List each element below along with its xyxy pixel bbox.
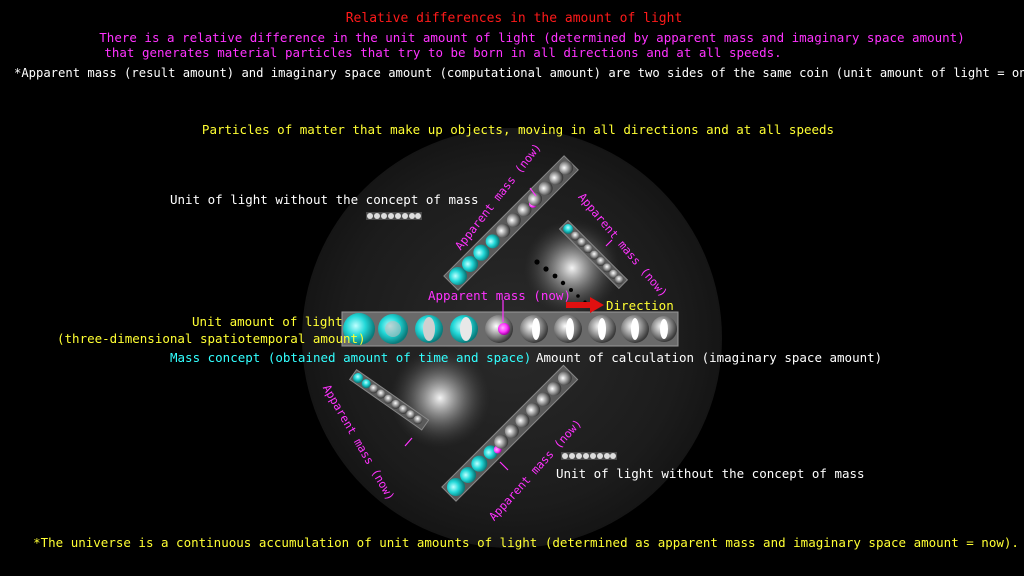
direction-arrow [566, 297, 604, 313]
massless-chain-bottom [561, 452, 617, 460]
diagram-title: Relative differences in the amount of li… [345, 11, 683, 26]
label-unit-amount-line-2: (three-dimensional spatiotemporal amount… [57, 331, 366, 346]
lower-left-chain [348, 368, 430, 431]
subtitle-line-2: that generates material particles that t… [104, 45, 782, 60]
label-mass-concept: Mass concept (obtained amount of time an… [170, 350, 532, 365]
main-light-chain [341, 311, 679, 347]
label-light-no-mass-bottom: Unit of light without the concept of mas… [556, 466, 865, 481]
massless-chain-top [366, 212, 422, 220]
glow-sphere-upper [524, 220, 620, 316]
label-light-no-mass-top: Unit of light without the concept of mas… [170, 192, 479, 207]
top-note: *Apparent mass (result amount) and imagi… [14, 66, 1024, 80]
subtitle-line-1: There is a relative difference in the un… [99, 30, 965, 45]
pointer-lines [404, 187, 613, 471]
label-unit-amount-line-1: Unit amount of light [192, 314, 343, 329]
label-apparent-center: Apparent mass (now) [428, 288, 571, 303]
dotted-trail [534, 259, 587, 304]
upper-right-chain [558, 219, 629, 290]
particles-heading: Particles of matter that make up objects… [201, 122, 835, 137]
label-calculation: Amount of calculation (imaginary space a… [536, 350, 883, 365]
lower-right-chain [441, 364, 579, 502]
label-direction: Direction [606, 298, 674, 313]
bottom-note: *The universe is a continuous accumulati… [33, 535, 1019, 550]
upper-diagonal-chain [443, 155, 579, 291]
